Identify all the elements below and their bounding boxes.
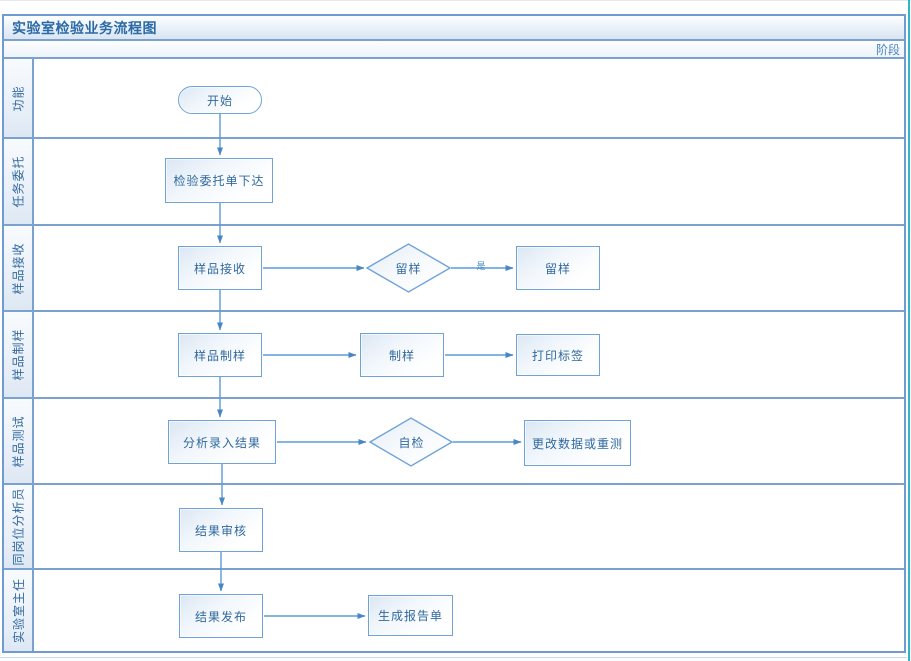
lane-sample-receive: 样品接收: [4, 224, 904, 310]
lane-lab-director: 实验室主任: [4, 568, 904, 651]
node-sample-prepare[interactable]: 样品制样: [178, 333, 262, 377]
pool-title-bar: 实验室检验业务流程图: [4, 16, 904, 41]
swimlane-pool: 实验室检验业务流程图 阶段 功能 任务委托 样品接收 样品制样 样品测试 同岗位…: [2, 14, 906, 653]
node-enter-results[interactable]: 分析录入结果: [168, 420, 276, 464]
node-result-publish[interactable]: 结果发布: [179, 594, 263, 638]
phase-header-row: 阶段: [4, 41, 904, 57]
lane-task-assign: 任务委托: [4, 137, 904, 224]
node-sample-receive[interactable]: 样品接收: [178, 246, 262, 290]
window-bottom-edge: [0, 657, 907, 658]
node-order-issued[interactable]: 检验委托单下达: [165, 158, 273, 203]
node-result-review[interactable]: 结果审核: [179, 508, 263, 552]
edge-label-yes: 是: [476, 260, 486, 271]
lane-label-function: 功能: [4, 59, 34, 137]
lane-peer-analyst: 同岗位分析员: [4, 483, 904, 568]
window-top-edge: [0, 0, 911, 1]
decision-selfcheck-label: 自检: [398, 435, 425, 450]
node-generate-report[interactable]: 生成报告单: [368, 595, 453, 636]
phase-header-label: 阶段: [875, 42, 900, 57]
lane-label-peer-analyst: 同岗位分析员: [4, 485, 34, 568]
page-title: 实验室检验业务流程图: [12, 19, 157, 36]
lane-label-task-assign: 任务委托: [4, 139, 34, 224]
canvas-page-edge: [908, 0, 910, 661]
lane-sample-prepare: 样品制样: [4, 310, 904, 397]
node-modify-or-retest[interactable]: 更改数据或重测: [524, 420, 631, 466]
lane-function: 功能: [4, 57, 904, 137]
node-print-label[interactable]: 打印标签: [516, 334, 600, 376]
lane-label-lab-director: 实验室主任: [4, 570, 34, 651]
node-start[interactable]: 开始: [178, 86, 262, 114]
node-retain-sample[interactable]: 留样: [516, 246, 600, 290]
lane-label-sample-prepare: 样品制样: [4, 312, 34, 397]
decision-retain-label: 留样: [395, 261, 422, 276]
lane-label-sample-receive: 样品接收: [4, 226, 34, 310]
lane-label-sample-test: 样品测试: [4, 399, 34, 483]
node-make-sample[interactable]: 制样: [360, 333, 444, 377]
lane-sample-test: 样品测试: [4, 397, 904, 483]
